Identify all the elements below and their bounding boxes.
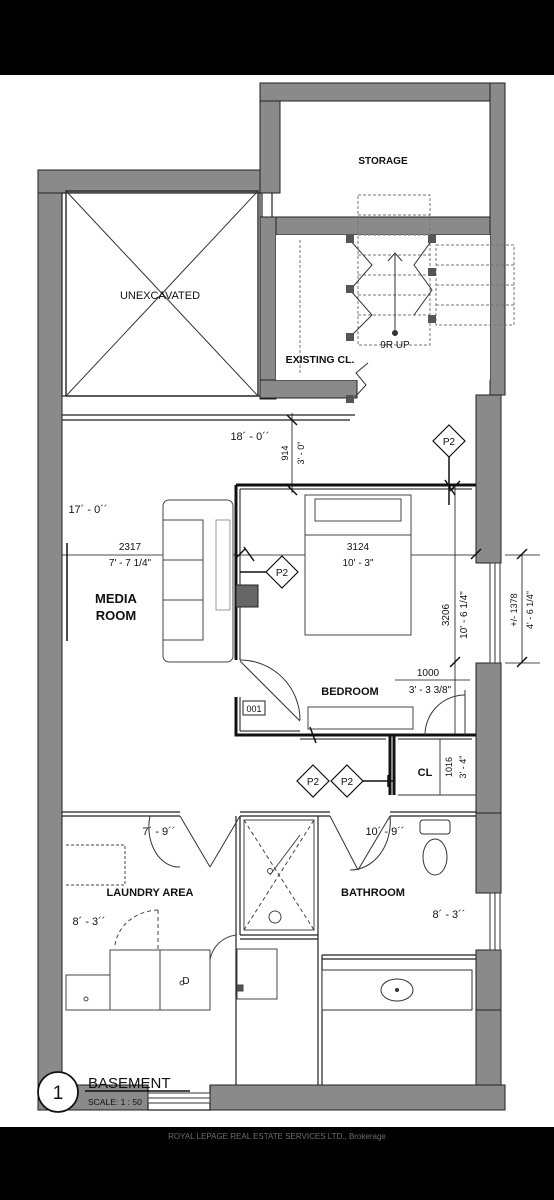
laundry-door: [148, 815, 241, 868]
p2-tag-laundry: P2: [307, 777, 320, 788]
room-labels: STORAGE UNEXCAVATED EXISTING CL. 9R UP M…: [95, 156, 433, 987]
title-block: 1 BASEMENT SCALE: 1 : 50: [37, 1071, 190, 1113]
closet-label: CL: [418, 767, 433, 779]
bathroom-door: [329, 815, 391, 871]
bed-imperial-dimension: 10' - 3": [342, 558, 373, 569]
drawing-scale: SCALE: 1 : 50: [88, 1097, 142, 1107]
bath-depth-dimension: 8´ - 3´´: [433, 909, 466, 921]
drawing-number: 1: [53, 1083, 64, 1104]
dimension-914: 914: [280, 445, 290, 460]
bed-metric-dimension: 3124: [347, 542, 370, 553]
vanity-sink: [321, 969, 473, 1011]
floor-plan-sheet: STORAGE UNEXCAVATED EXISTING CL. 9R UP M…: [0, 75, 554, 1127]
toilet: [419, 819, 451, 876]
closet-depth-imperial: 3' - 4": [458, 756, 468, 779]
laundry-label: LAUNDRY AREA: [107, 887, 194, 899]
p2-tag-top: P2: [443, 437, 456, 448]
bedroom-label: BEDROOM: [321, 686, 378, 698]
window-metric: +/- 1378: [509, 593, 519, 626]
drawing-title: BASEMENT: [88, 1075, 171, 1092]
bedroom-door: [239, 659, 301, 722]
door-number-tag: 001: [246, 704, 261, 714]
windows: [147, 562, 501, 1104]
dimension-3-0: 3' - 0": [296, 442, 306, 465]
media-imperial-dimension: 7' - 7 1/4": [109, 558, 152, 569]
p2-tag-bath: P2: [341, 777, 354, 788]
bed-depth-imperial: 10' - 6 1/4": [459, 591, 470, 639]
closet-depth-metric: 1016: [444, 757, 454, 777]
door-tag-box: [242, 700, 266, 716]
stairs-label: 9R UP: [380, 340, 410, 351]
floor-plan-drawing: STORAGE UNEXCAVATED EXISTING CL. 9R UP M…: [37, 82, 540, 1113]
storage-label: STORAGE: [358, 156, 408, 167]
window-imperial: 4' - 6 1/4": [525, 591, 535, 629]
media-height-dimension: 17´ - 0´´: [68, 504, 107, 516]
tag-labels: P2 P2 P2 P2 001: [246, 437, 455, 788]
footer: ROYAL LEPAGE REAL ESTATE SERVICES LTD., …: [0, 1127, 554, 1200]
bedroom-partitions: [234, 483, 476, 795]
shower: [243, 819, 315, 931]
laundry-depth-dimension: 8´ - 3´´: [73, 916, 106, 928]
closet-imperial: 3' - 3 3/8": [409, 685, 452, 696]
dimension-labels: 18´ - 0´´ 17´ - 0´´ 914 3' - 0" 2317 7' …: [68, 431, 535, 928]
unexcavated-cross: [65, 190, 259, 397]
tv-console: [235, 584, 259, 608]
top-width-dimension: 18´ - 0´´: [230, 431, 269, 443]
bed-depth-metric: 3206: [441, 603, 452, 626]
closet-metric: 1000: [417, 668, 440, 679]
p2-tags: [265, 424, 466, 798]
unexcavated-label: UNEXCAVATED: [120, 290, 200, 302]
bed: [304, 494, 412, 636]
sofa: [162, 499, 234, 663]
media-room-label-line1: MEDIA: [95, 591, 138, 606]
p2-tag-media: P2: [276, 568, 289, 579]
laundry-fixtures: [65, 844, 278, 1011]
media-room-label-line2: ROOM: [96, 608, 136, 623]
bathroom-label: BATHROOM: [341, 887, 405, 899]
laundry-width-dimension: 7´ - 9´´: [143, 826, 176, 838]
dryer-label: D: [182, 976, 189, 987]
media-metric-dimension: 2317: [119, 542, 142, 553]
brokerage-credit: ROYAL LEPAGE REAL ESTATE SERVICES LTD., …: [168, 1132, 386, 1141]
bath-width-dimension: 10´ - 9´´: [365, 826, 404, 838]
existing-closet-label: EXISTING CL.: [286, 354, 355, 366]
